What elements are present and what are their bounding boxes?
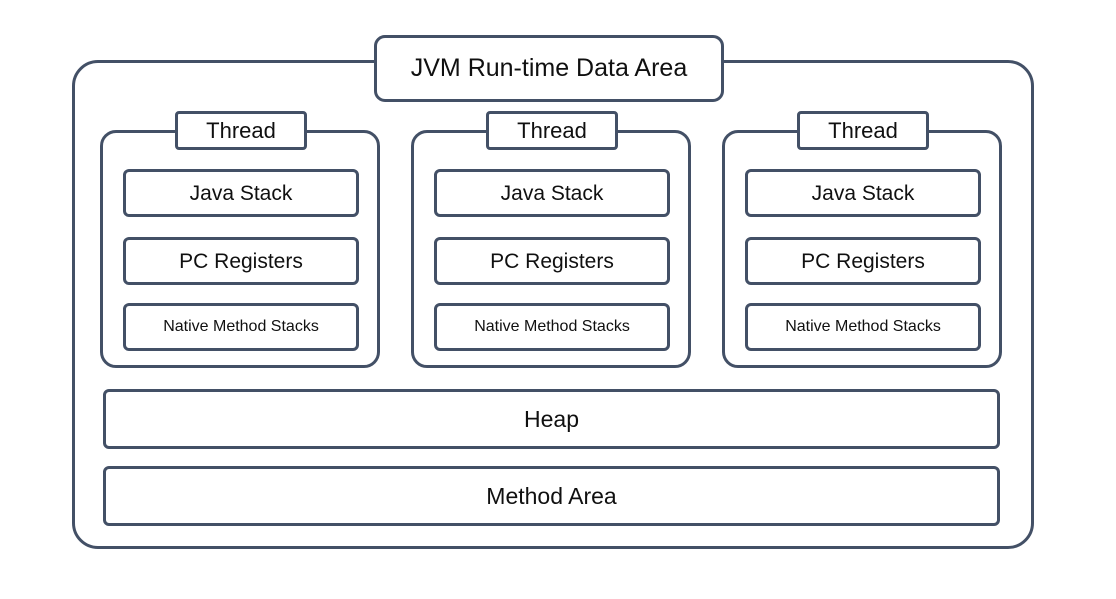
diagram-title: JVM Run-time Data Area xyxy=(374,35,724,102)
native-method-stacks-1: Native Method Stacks xyxy=(123,303,359,351)
pc-registers-2: PC Registers xyxy=(434,237,670,285)
thread-label-3: Thread xyxy=(797,111,929,150)
native-method-stacks-3: Native Method Stacks xyxy=(745,303,981,351)
java-stack-3: Java Stack xyxy=(745,169,981,217)
thread-label-1: Thread xyxy=(175,111,307,150)
heap-area: Heap xyxy=(103,389,1000,449)
native-method-stacks-2: Native Method Stacks xyxy=(434,303,670,351)
pc-registers-1: PC Registers xyxy=(123,237,359,285)
java-stack-1: Java Stack xyxy=(123,169,359,217)
thread-label-2: Thread xyxy=(486,111,618,150)
java-stack-2: Java Stack xyxy=(434,169,670,217)
method-area: Method Area xyxy=(103,466,1000,526)
pc-registers-3: PC Registers xyxy=(745,237,981,285)
